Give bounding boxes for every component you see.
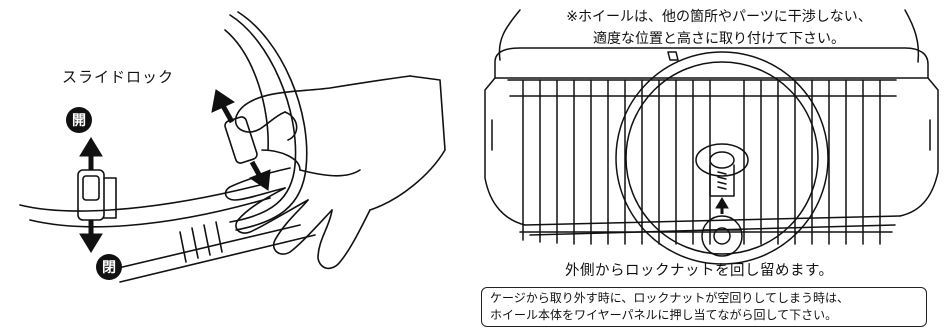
lock-nut-caption: 外側からロックナットを回し留めます。 (565, 263, 834, 279)
open-badge: 開 (66, 107, 92, 133)
note-line-1: ※ホイールは、他の箇所やパーツに干渉しない、 (566, 9, 872, 25)
wheel-position-note: ※ホイールは、他の箇所やパーツに干渉しない、 適度な位置と高さに取り付けて下さい… (509, 6, 929, 50)
note-line-2: 適度な位置と高さに取り付けて下さい。 (593, 31, 845, 47)
tip-line-1: ケージから取り外す時に、ロックナットが空回りしてしまう時は、 (490, 291, 850, 305)
close-badge: 閉 (96, 254, 122, 280)
removal-tip-box: ケージから取り外す時に、ロックナットが空回りしてしまう時は、 ホイール本体をワイ… (481, 287, 927, 327)
tip-line-2: ホイール本体をワイヤーパネルに押し当てながら回して下さい。 (490, 308, 838, 322)
slide-lock-label: スライドロック (62, 68, 175, 86)
